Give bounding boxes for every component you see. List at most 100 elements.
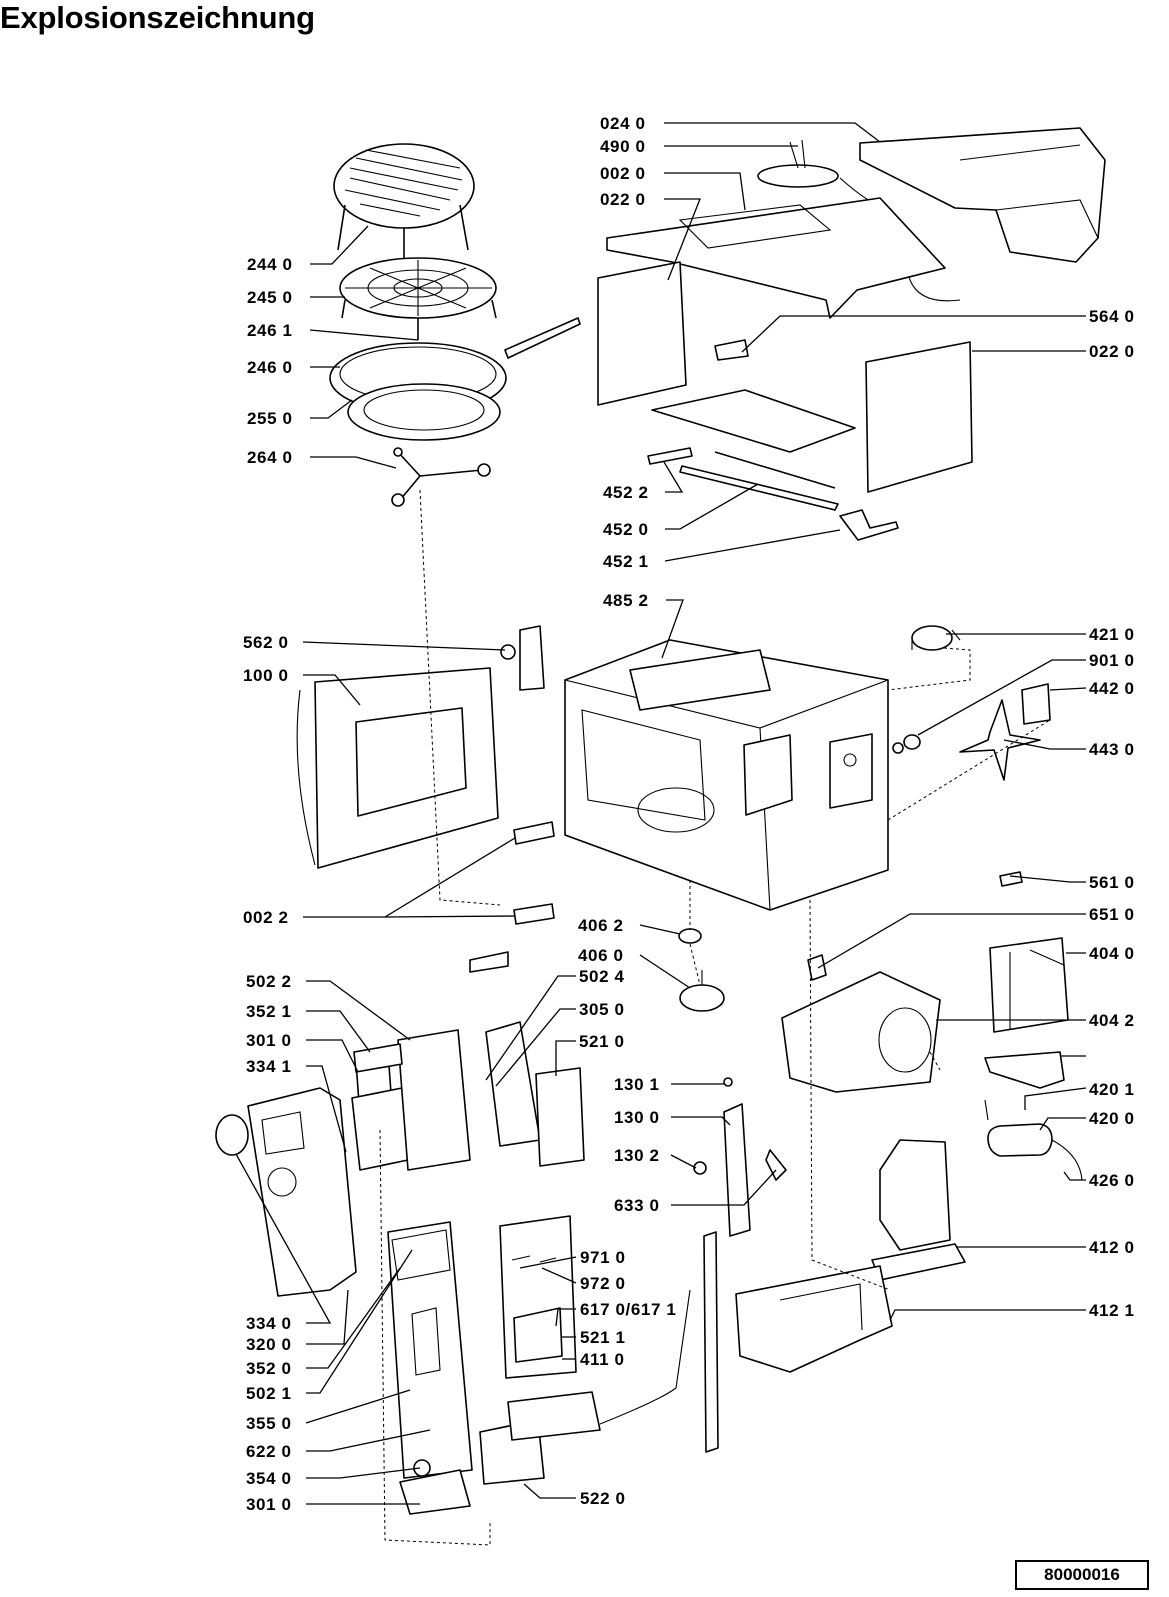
part-number-label: 264 0 [247,448,293,467]
part-number-label: 442 0 [1089,679,1135,698]
part-number-label: 334 0 [246,1314,292,1333]
part-number-label: 334 1 [246,1057,292,1076]
part-number-label: 352 0 [246,1359,292,1378]
part-number-label: 320 0 [246,1335,292,1354]
bracket-pcb-part [485,1021,585,1167]
outer-cover-part [859,127,1106,263]
part-number-label: 420 1 [1089,1080,1135,1099]
part-number-label: 411 0 [580,1350,625,1369]
magnetron-part [989,937,1069,1033]
grill-rack-part [333,143,475,258]
part-labels: 024 0 490 0 002 0 022 0 244 0 245 0 246 … [243,114,1135,1514]
part-number-label: 972 0 [580,1274,626,1293]
fan-bracket-part [1021,683,1051,725]
bracket-part [714,339,749,361]
part-number-label: 412 0 [1089,1238,1135,1257]
part-number-label: 246 1 [247,321,293,340]
part-number-label: 452 0 [603,520,649,539]
roller-star-part [391,447,491,507]
fan-part [959,699,1041,781]
side-panel-right-part [865,341,973,493]
part-number-label: 490 0 [600,137,646,156]
part-number-label: 404 2 [1089,1011,1135,1030]
inner-cover-plate-part [651,389,856,453]
part-number-label: 522 0 [580,1489,626,1508]
part-number-label: 521 0 [579,1032,625,1051]
part-number-label: 633 0 [614,1196,660,1215]
switch-bracket-part [693,1077,787,1237]
part-number-label: 651 0 [1089,905,1135,924]
part-number-label: 024 0 [600,114,646,133]
part-number-label: 452 2 [603,483,649,502]
part-number-label: 617 0/617 1 [580,1300,676,1319]
keypad-part [351,1029,471,1171]
part-number-label: 255 0 [247,409,293,428]
clip-part [807,871,1023,981]
door-sensor-strip-part [703,1231,719,1453]
part-number-label: 502 1 [246,1384,292,1403]
base-cover-part [735,1265,893,1373]
rails-part [647,447,899,541]
part-number-label: 354 0 [246,1469,292,1488]
part-number-label: 485 2 [603,591,649,610]
part-number-label: 443 0 [1089,740,1135,759]
control-panel-part [215,1087,357,1297]
relay-board-part [499,1215,577,1379]
capacitor-bracket-part [984,1051,1065,1089]
part-number-label: 521 1 [580,1328,626,1347]
part-number-label: 502 4 [579,967,625,986]
main-pcb-part [387,1221,473,1479]
part-number-label: 301 0 [246,1031,292,1050]
part-number-label: 452 1 [603,552,649,571]
cavity-part [564,639,889,911]
coupling-part [678,928,702,944]
part-number-label: 406 2 [578,916,624,935]
part-number-label: 562 0 [243,633,289,652]
page-title: Explosionszeichnung [0,0,315,35]
part-number-label: 502 2 [246,972,292,991]
part-number-label: 002 0 [600,164,646,183]
hinge-part [500,625,545,691]
part-number-label: 622 0 [246,1442,292,1461]
part-number-label: 426 0 [1089,1171,1135,1190]
display-part [353,1043,403,1073]
part-number-label: 564 0 [1089,307,1135,326]
part-number-label: 100 0 [243,666,289,685]
part-number-label: 245 0 [247,288,293,307]
filter-board-part [399,1289,691,1515]
part-number-label: 404 0 [1089,944,1135,963]
part-number-label: 002 2 [243,908,289,927]
part-number-label: 022 0 [600,190,646,209]
part-number-label: 412 1 [1089,1301,1135,1320]
part-number-label: 420 0 [1089,1109,1135,1128]
leader-lines [235,122,1087,1505]
part-number-label: 305 0 [579,1000,625,1019]
turntable-part [347,383,501,441]
part-number-label: 406 0 [578,946,624,965]
part-number-label: 022 0 [1089,342,1135,361]
capacitor-part [984,1099,1083,1181]
drawing-number-box: 80000016 [1015,1560,1149,1590]
top-plate-part [606,197,946,319]
part-number-label: 971 0 [580,1248,626,1267]
part-number-label: 901 0 [1089,651,1135,670]
part-number-label: 561 0 [1089,873,1135,892]
part-number-label: 246 0 [247,358,293,377]
turntable-motor-part [679,970,725,1012]
fan-motor-part [911,625,961,651]
roller-grid-part [339,257,497,340]
part-number-label: 421 0 [1089,625,1135,644]
bushing-part [892,734,921,754]
part-number-label: 130 1 [614,1075,660,1094]
waveguide-holder-part [781,971,941,1093]
part-number-label: 130 0 [614,1108,660,1127]
part-number-label: 130 2 [614,1146,660,1165]
part-number-label: 301 0 [246,1495,292,1514]
hinge-plate-part [469,821,555,973]
part-drawings [215,127,1106,1546]
part-number-label: 355 0 [246,1414,292,1433]
part-number-label: 352 1 [246,1002,292,1021]
transformer-part [871,1139,966,1281]
